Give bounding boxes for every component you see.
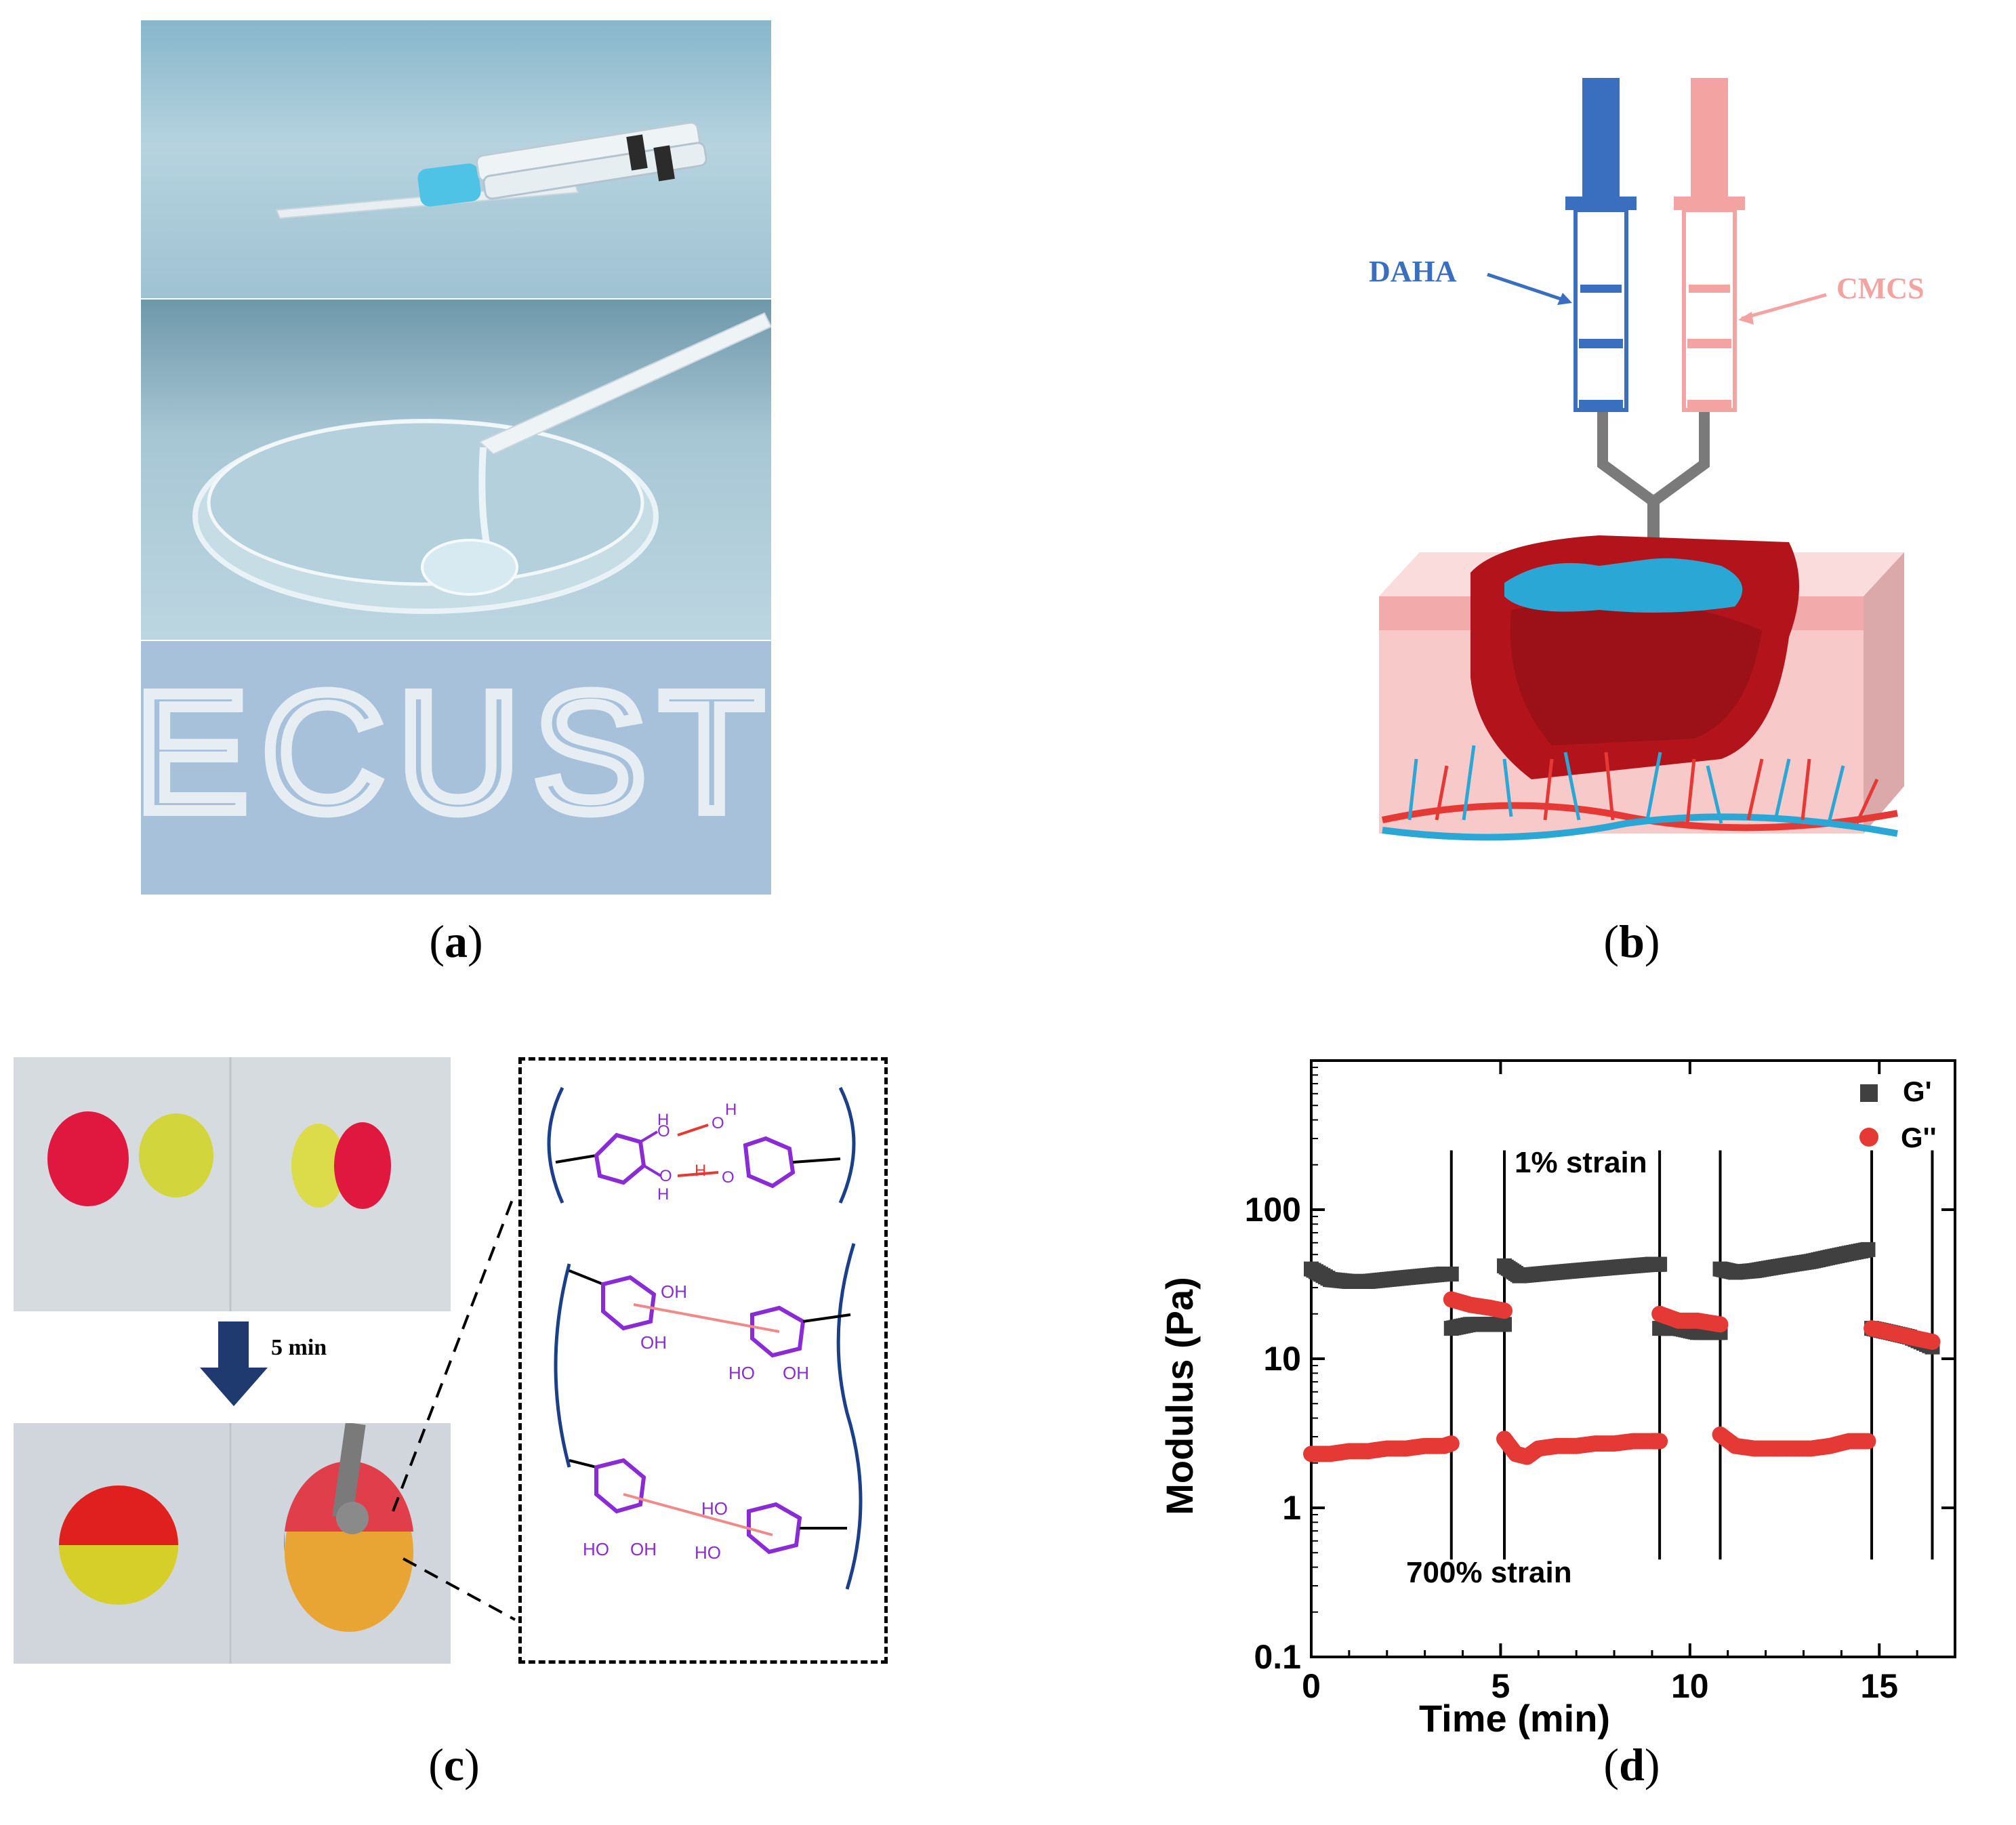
data-point-gdoubleprime bbox=[1924, 1333, 1941, 1350]
atom-ho-3: HO bbox=[701, 1498, 728, 1519]
x-tick-label: 5 bbox=[1492, 1667, 1510, 1705]
separate-gels-illustration bbox=[47, 1057, 391, 1311]
atom-ho-1: HO bbox=[728, 1363, 755, 1383]
atom-o-4: O bbox=[722, 1168, 735, 1187]
healed-gels-illustration bbox=[59, 1423, 413, 1664]
data-point-gdoubleprime bbox=[1443, 1435, 1460, 1452]
atom-oh-4: OH bbox=[630, 1539, 657, 1559]
annotation-700pct: 700% strain bbox=[1406, 1556, 1572, 1589]
molecular-interactions: H O O H O H O H OH OH HO OH HO OH bbox=[547, 1086, 863, 1590]
atom-h-3: H bbox=[657, 1185, 669, 1204]
atom-o-1: O bbox=[657, 1122, 670, 1141]
data-point-gdoubleprime bbox=[1496, 1303, 1513, 1319]
x-tick-label: 15 bbox=[1860, 1667, 1898, 1705]
atom-ho-4: HO bbox=[695, 1542, 721, 1563]
photo-syringe bbox=[141, 20, 771, 298]
panel-b: DAHA CMCS bbox=[1342, 68, 1952, 881]
data-point-gdoubleprime bbox=[1859, 1433, 1876, 1450]
injection-schematic: DAHA CMCS bbox=[1369, 78, 1925, 841]
arrow-daha bbox=[1487, 272, 1569, 304]
photo-healed-gels bbox=[14, 1423, 451, 1664]
daha-syringe bbox=[1565, 78, 1637, 412]
data-point-gprime bbox=[1652, 1256, 1668, 1272]
y-tick-label: 0.1 bbox=[1254, 1638, 1301, 1676]
atom-oh-2: OH bbox=[640, 1332, 667, 1353]
annotation-1pct: 1% strain bbox=[1515, 1146, 1647, 1179]
atom-ho-2: HO bbox=[583, 1539, 609, 1559]
data-point-gprime bbox=[1443, 1266, 1459, 1281]
label-daha: DAHA bbox=[1369, 255, 1457, 288]
y-tick-label: 1 bbox=[1282, 1489, 1301, 1527]
x-axis-label: Time (min) bbox=[1419, 1697, 1610, 1740]
syringe-illustration bbox=[275, 121, 707, 220]
zoom-lines bbox=[392, 1192, 516, 1621]
arrow-label: 5 min bbox=[271, 1335, 327, 1360]
atom-o-3: O bbox=[659, 1167, 672, 1185]
atom-h-4: H bbox=[695, 1162, 706, 1180]
data-point-gdoubleprime bbox=[1712, 1316, 1729, 1333]
atom-h-1: H bbox=[657, 1111, 669, 1129]
caption-b: (b) bbox=[1603, 916, 1660, 967]
data-point-gprime bbox=[1860, 1242, 1876, 1257]
legend: G' G'' bbox=[1859, 1075, 1937, 1153]
photo-petri-dish bbox=[141, 300, 771, 640]
x-tick-label: 0 bbox=[1302, 1667, 1321, 1705]
data-point-gprime bbox=[1497, 1317, 1512, 1332]
y-tick-label: 10 bbox=[1263, 1340, 1301, 1378]
hydrogel bbox=[1504, 558, 1743, 613]
cmcs-syringe bbox=[1674, 78, 1745, 412]
photo-ecust-text: ECUST bbox=[141, 641, 771, 895]
panel-c: 5 min H O bbox=[14, 1057, 908, 1667]
y-connector bbox=[1597, 412, 1710, 508]
caption-c: (c) bbox=[428, 1739, 480, 1790]
y-tick-label: 100 bbox=[1245, 1191, 1301, 1229]
legend-marker-gdoubleprime bbox=[1859, 1128, 1878, 1147]
y-axis-label: Modulus (Pa) bbox=[1158, 1277, 1201, 1515]
atom-oh-3: OH bbox=[783, 1363, 809, 1383]
photo-separate-gels bbox=[14, 1057, 451, 1311]
legend-marker-gprime bbox=[1860, 1084, 1878, 1102]
petri-dish-illustration bbox=[192, 312, 771, 614]
legend-label-gprime: G' bbox=[1903, 1075, 1932, 1107]
data-point-gdoubleprime bbox=[1651, 1433, 1668, 1450]
tissue-block bbox=[1379, 535, 1904, 841]
atom-oh-1: OH bbox=[661, 1281, 687, 1302]
atom-h-2: H bbox=[725, 1101, 737, 1119]
x-tick-label: 10 bbox=[1671, 1667, 1709, 1705]
caption-d: (d) bbox=[1603, 1739, 1660, 1790]
molecule-box: H O O H O H O H OH OH HO OH HO OH bbox=[518, 1057, 888, 1664]
caption-a: (a) bbox=[429, 916, 483, 967]
label-cmcs: CMCS bbox=[1836, 272, 1925, 305]
legend-label-gdoubleprime: G'' bbox=[1901, 1122, 1937, 1153]
panel-a: ECUST bbox=[141, 20, 771, 895]
ecust-text: ECUST bbox=[141, 657, 771, 846]
arrow-cmcs bbox=[1741, 293, 1827, 321]
ecust-gel-writing: ECUST bbox=[141, 652, 771, 852]
atom-o-2: O bbox=[712, 1114, 724, 1132]
arrow-down bbox=[200, 1321, 268, 1406]
